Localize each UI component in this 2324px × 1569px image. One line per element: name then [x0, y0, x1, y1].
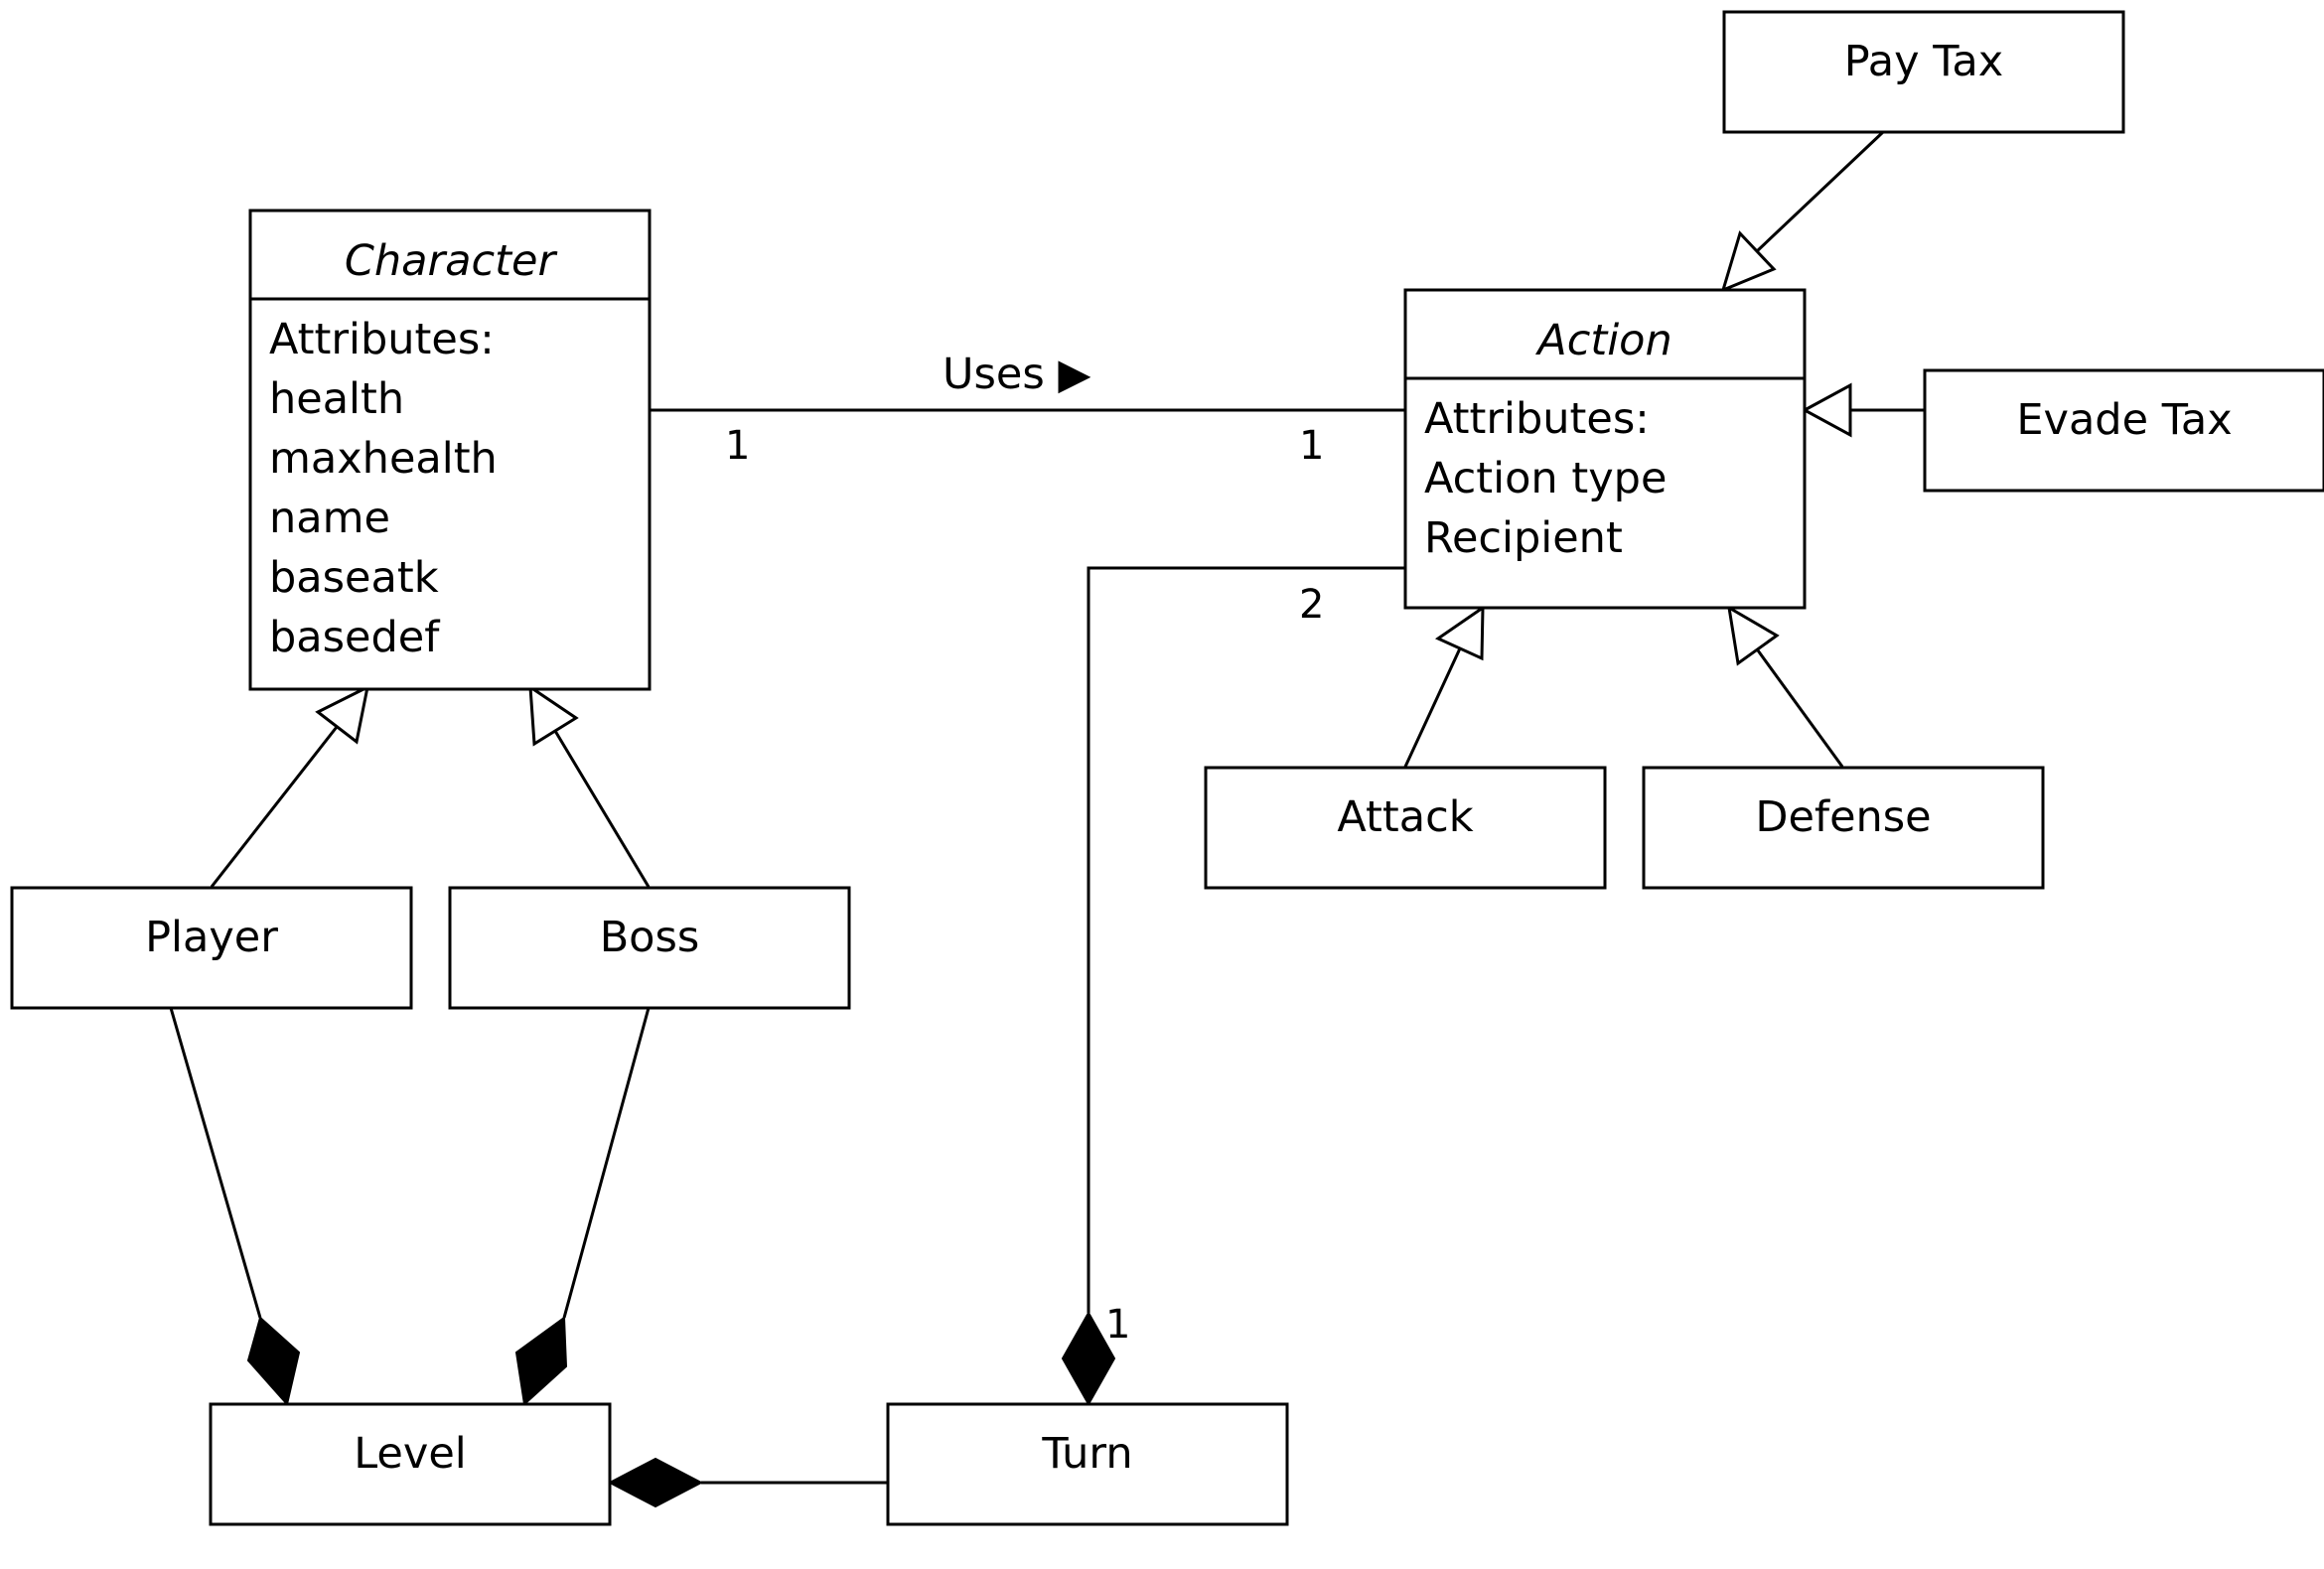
character-attribute-name: name [269, 494, 390, 543]
action-attributes-heading: Attributes: [1424, 394, 1650, 444]
class-evade-tax: Evade Tax [1923, 368, 2324, 493]
boss-level-composition [562, 1007, 651, 1319]
class-pay-tax: Pay Tax [1722, 10, 2125, 134]
class-action: Action Attributes: Action type Recipient [1403, 288, 1807, 610]
class-boss: Boss [448, 886, 851, 1010]
attack-generalization [1403, 647, 1462, 768]
class-level: Level [209, 1402, 612, 1526]
turn-action-multiplicity-action: 2 [1299, 582, 1324, 628]
class-attack: Attack [1204, 766, 1607, 890]
paytax-generalization [1755, 130, 1885, 253]
class-defense: Defense [1642, 766, 2045, 890]
class-evade-tax-title: Evade Tax [2016, 395, 2232, 445]
character-attributes-heading: Attributes: [269, 315, 495, 364]
evadetax-generalization-arrowhead [1801, 382, 1852, 438]
player-generalization-arrowhead [315, 684, 370, 745]
boss-generalization-arrowhead [528, 684, 579, 747]
attack-generalization-arrowhead [1434, 605, 1485, 661]
player-composition-diamond [246, 1316, 301, 1407]
class-player: Player [10, 886, 413, 1010]
player-level-composition [169, 1007, 262, 1319]
paytax-generalization-arrowhead [1720, 230, 1777, 293]
defense-generalization-arrowhead [1727, 605, 1780, 666]
action-attribute-action-type: Action type [1424, 454, 1667, 503]
class-pay-tax-title: Pay Tax [1844, 37, 2003, 86]
class-level-title: Level [354, 1429, 467, 1479]
action-attribute-recipient: Recipient [1424, 513, 1623, 563]
class-attack-title: Attack [1337, 792, 1473, 842]
boss-generalization [553, 730, 651, 888]
class-turn-title: Turn [1041, 1429, 1132, 1479]
turn-action-composition [1087, 566, 1405, 1313]
class-character: Character Attributes: health maxhealth n… [248, 209, 652, 691]
class-character-title: Character [345, 236, 558, 286]
player-generalization [210, 726, 339, 888]
character-attribute-maxhealth: maxhealth [269, 434, 498, 484]
class-action-title: Action [1534, 316, 1671, 365]
uses-association-label: Uses ▶ [943, 350, 1090, 399]
uses-multiplicity-character: 1 [725, 423, 750, 469]
class-player-title: Player [145, 913, 278, 962]
character-attribute-health: health [269, 374, 404, 424]
boss-composition-diamond [514, 1316, 568, 1406]
class-boss-title: Boss [600, 913, 700, 962]
uses-multiplicity-action: 1 [1299, 423, 1324, 469]
defense-generalization [1756, 649, 1844, 768]
character-attribute-basedef: basedef [269, 613, 440, 662]
class-turn: Turn [886, 1402, 1289, 1526]
class-defense-title: Defense [1755, 792, 1931, 842]
turn-action-multiplicity-turn: 1 [1105, 1302, 1130, 1348]
level-composition-diamond [607, 1457, 704, 1508]
character-attribute-baseatk: baseatk [269, 553, 439, 603]
